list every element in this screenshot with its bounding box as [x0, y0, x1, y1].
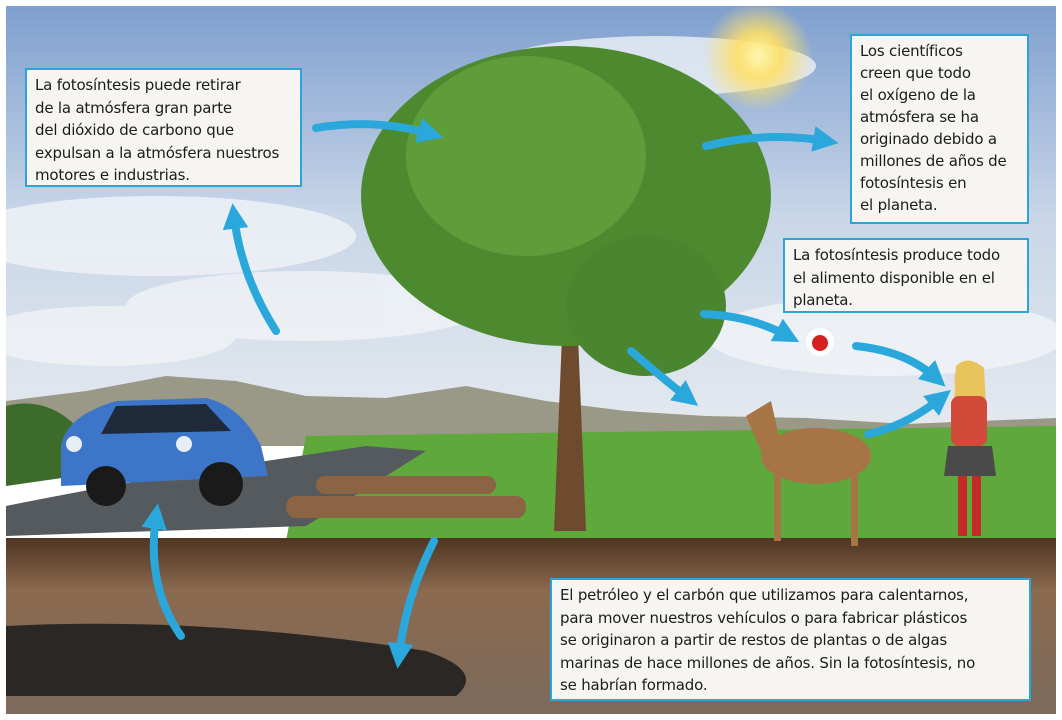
callout-line: creen que todo [860, 64, 971, 82]
callout-fossil-fuels: El petróleo y el carbón que utilizamos p… [550, 578, 1031, 701]
oil-deposit [6, 623, 466, 696]
sun [703, 6, 813, 111]
callout-line: el alimento disponible en el [793, 268, 995, 287]
arrow-tree-to-apple [700, 310, 800, 343]
callout-line: motores e industrias. [35, 166, 190, 184]
deer [746, 401, 871, 546]
arrow-car-to-air [222, 203, 280, 335]
forest-left [6, 403, 76, 486]
arrows [141, 118, 951, 669]
tree [361, 46, 771, 531]
callout-line: La fotosíntesis puede retirar [35, 76, 241, 94]
callout-line: originado debido a [860, 130, 997, 148]
callout-line: La fotosíntesis produce todo [793, 246, 1000, 264]
callout-food: La fotosíntesis produce todo el alimento… [783, 238, 1029, 313]
callout-line: el oxígeno de la [860, 86, 976, 104]
arrow-tree-to-oxygen [702, 126, 839, 152]
callout-line: para mover nuestros vehículos o para fab… [560, 608, 968, 627]
callout-line: planeta. [793, 291, 853, 309]
callout-line: el planeta. [860, 196, 938, 214]
arrow-ground-to-oil [387, 537, 438, 669]
callout-line: se originaron a partir de restos de plan… [560, 631, 947, 649]
arrow-oil-to-car [141, 503, 185, 640]
callout-line: de la atmósfera gran parte [35, 98, 232, 117]
callout-line: El petróleo y el carbón que utilizamos p… [560, 586, 969, 604]
car [61, 398, 268, 506]
arrow-co2-to-tree [312, 118, 444, 143]
mountains [6, 376, 1056, 446]
callout-oxygen: Los científicos creen que todo el oxígen… [850, 34, 1029, 224]
callout-line: Los científicos [860, 42, 963, 60]
apple-icon [806, 328, 834, 356]
arrow-deer-to-girl [864, 390, 951, 438]
arrow-apple-to-girl [852, 342, 946, 387]
callout-line: marinas de hace millones de años. Sin la… [560, 653, 976, 672]
girl [944, 360, 996, 536]
callout-line: fotosíntesis en [860, 174, 967, 192]
callout-line: se habrían formado. [560, 676, 708, 694]
callout-co2-absorption: La fotosíntesis puede retirar de la atmó… [25, 68, 302, 187]
logs [286, 476, 526, 518]
callout-line: expulsan a la atmósfera nuestros [35, 143, 280, 162]
callout-line: millones de años de [860, 152, 1007, 170]
callout-line: atmósfera se ha [860, 108, 979, 126]
callout-line: del dióxido de carbono que [35, 121, 234, 139]
arrow-tree-to-deer [627, 347, 699, 406]
